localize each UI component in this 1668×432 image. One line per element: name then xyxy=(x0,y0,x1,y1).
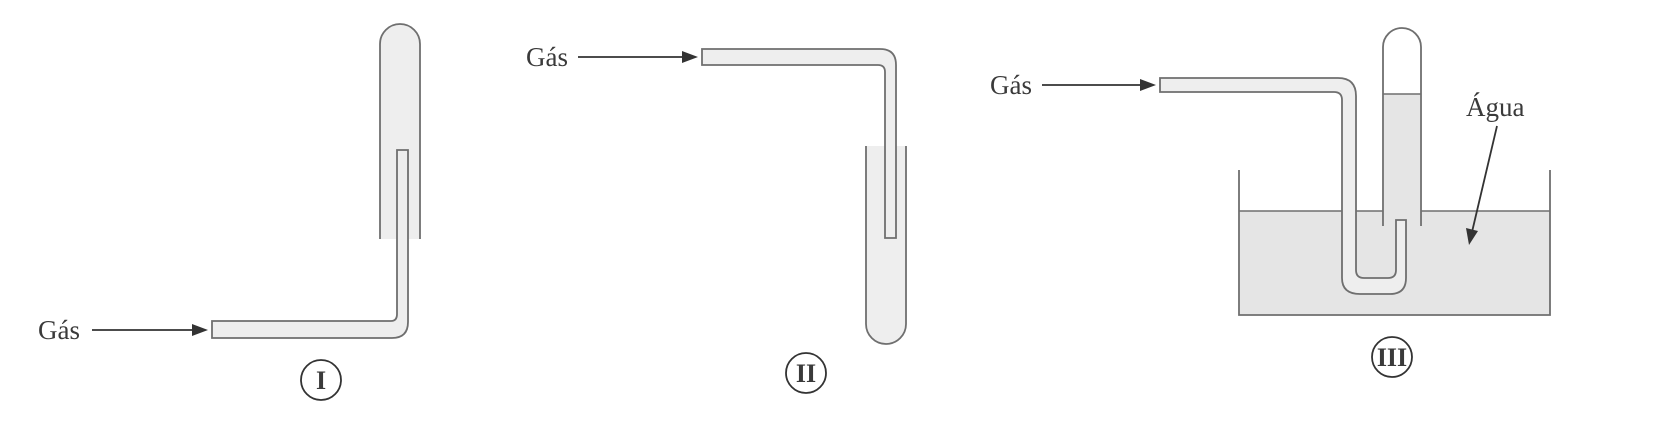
gas-label: Gás xyxy=(990,70,1032,100)
gas-arrow-head xyxy=(682,51,698,63)
setup-numeral-circle xyxy=(785,352,827,394)
setup-numeral: I xyxy=(316,366,326,395)
setup-ii: Gás II xyxy=(526,42,907,394)
setup-numeral-circle xyxy=(300,359,342,401)
water-in-tube xyxy=(1384,94,1420,226)
setup-iii: Gás Água III xyxy=(990,27,1551,378)
gas-label: Gás xyxy=(38,315,80,345)
delivery-tube xyxy=(1159,77,1407,295)
gas-arrow-head xyxy=(192,324,208,336)
water xyxy=(1240,211,1550,315)
water-pointer-head xyxy=(1466,228,1478,245)
water-label: Água xyxy=(1466,92,1524,122)
gas-arrow-head xyxy=(1140,79,1156,91)
delivery-tube xyxy=(211,149,409,339)
basin xyxy=(1238,170,1551,316)
setup-numeral-circle xyxy=(1371,336,1413,378)
water-pointer-line xyxy=(1471,125,1498,233)
setup-numeral: III xyxy=(1377,343,1407,372)
setup-numeral: II xyxy=(796,359,816,388)
gas-label: Gás xyxy=(526,42,568,72)
setup-i: Gás I xyxy=(38,23,421,401)
test-tube-inverted-outline xyxy=(1382,27,1422,226)
test-tube-inverted xyxy=(379,23,421,239)
delivery-tube xyxy=(701,48,897,239)
